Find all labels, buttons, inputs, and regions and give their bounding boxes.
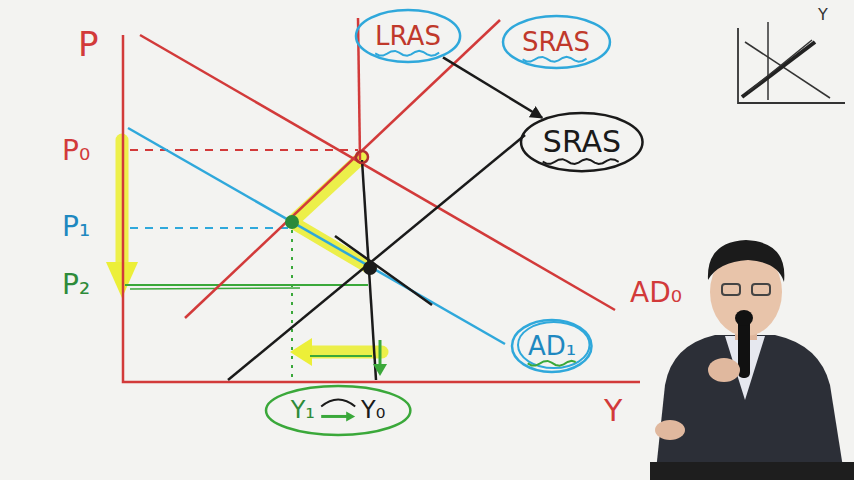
green-arrow	[379, 340, 382, 368]
equilibrium-point	[356, 151, 368, 163]
axis-label: Y	[604, 394, 622, 427]
node-text: AD₁	[528, 332, 576, 361]
ad-circle: AD₁	[510, 318, 594, 374]
p2-line	[125, 284, 368, 286]
highlight-stroke	[292, 157, 362, 222]
node-text: Y₁	[291, 397, 315, 423]
squiggle-underline	[375, 51, 439, 56]
axis-label: P	[78, 26, 99, 63]
equilibrium-point	[363, 261, 377, 275]
outline-ellipse	[356, 10, 460, 62]
sras-circle: SRAS	[501, 14, 612, 70]
hair	[708, 240, 784, 282]
axes	[123, 35, 640, 382]
text-group: AD₁	[528, 332, 576, 361]
green-arrowhead	[346, 411, 355, 421]
curve-label: AD₀	[630, 278, 682, 309]
equilibrium-point	[285, 215, 299, 229]
green-underline	[310, 355, 372, 357]
text-group: Y₁ Y₀	[291, 397, 386, 423]
squiggle-underline	[543, 159, 619, 164]
ad0-curve	[140, 35, 615, 310]
outline-ellipse	[521, 113, 643, 171]
inset-line	[745, 42, 830, 98]
sras-circle: SRAS	[519, 111, 645, 173]
outline-shape	[264, 384, 412, 437]
highlight-arrowhead	[290, 338, 312, 366]
hand	[655, 420, 685, 440]
shift-arrow	[443, 57, 542, 117]
p1-dashed-line	[130, 227, 290, 229]
inset-label: Y	[818, 6, 828, 24]
inset-axes	[738, 28, 845, 103]
y1-dotted-line	[291, 230, 293, 378]
price-label: P₂	[62, 270, 90, 301]
green-arrowhead	[373, 364, 387, 376]
squiggle-underline	[522, 57, 586, 62]
glasses	[722, 284, 740, 295]
node-text: Y₀	[361, 397, 385, 423]
node-text: SRAS	[522, 28, 590, 57]
green-arrow	[321, 414, 349, 417]
lecturer	[650, 240, 854, 480]
outline-ellipse	[518, 322, 590, 368]
inset-line	[748, 40, 812, 92]
price-label: P₁	[62, 212, 90, 243]
text-group: LRAS	[375, 22, 441, 51]
marker-stroke	[335, 236, 432, 305]
inset-line	[767, 22, 769, 100]
output-ellipse: Y₁ Y₀	[264, 384, 412, 437]
outline-ellipse	[503, 16, 610, 68]
text-group: SRAS	[522, 28, 590, 57]
highlight-group	[122, 140, 382, 352]
lras-line	[362, 160, 376, 380]
node-text: LRAS	[375, 22, 441, 51]
outline-ellipse	[512, 320, 592, 372]
price-label: P₀	[62, 136, 90, 167]
lras-circle: LRAS	[354, 8, 462, 64]
text-group: SRAS	[543, 125, 621, 158]
ad1-curve	[128, 128, 505, 344]
desk	[650, 462, 854, 480]
sras-curve	[228, 135, 525, 380]
node-text: SRAS	[543, 125, 621, 158]
outline-ellipse	[266, 386, 410, 435]
squiggle-underline	[528, 361, 576, 366]
microphone	[735, 310, 753, 326]
highlight-stroke	[306, 346, 382, 359]
lras-line	[358, 18, 360, 160]
curved-arrow	[321, 399, 355, 406]
glasses	[752, 284, 770, 295]
hand	[708, 358, 740, 382]
